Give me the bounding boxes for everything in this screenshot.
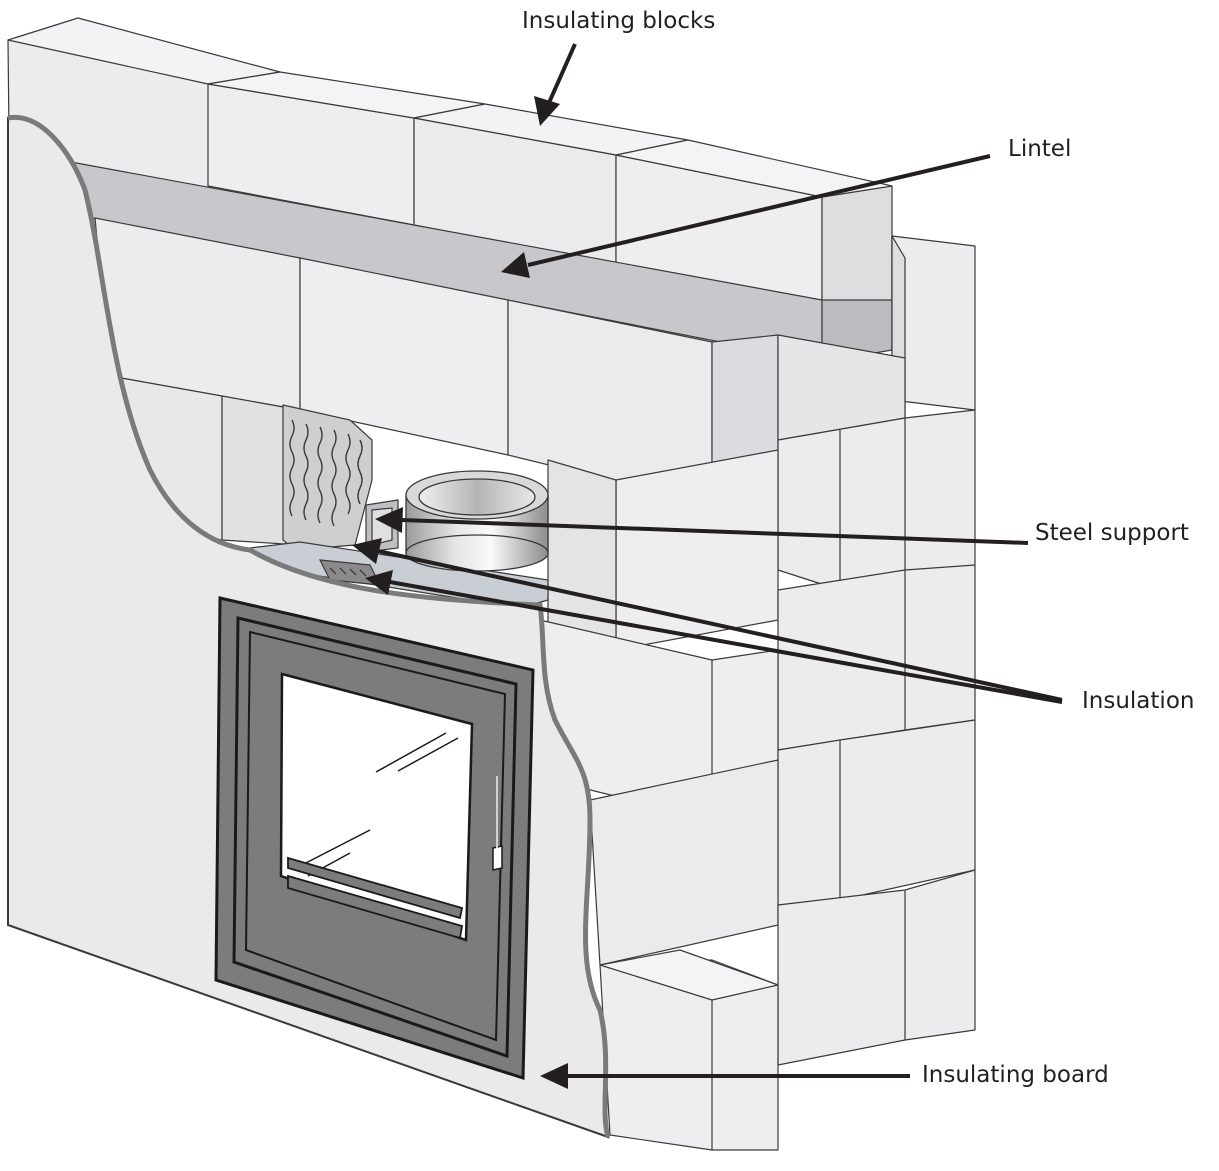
grate-bar xyxy=(287,874,464,940)
block-top xyxy=(599,949,779,1001)
board-edge xyxy=(7,114,611,1138)
label-insulating-board: Insulating board xyxy=(922,1062,1109,1088)
door-handle xyxy=(492,845,503,871)
stove-inner-frame xyxy=(232,616,518,1059)
label-insulation: Insulation xyxy=(1082,688,1195,714)
block xyxy=(777,409,976,591)
insulating-block-wall xyxy=(7,17,976,1151)
annotation-arrows xyxy=(352,43,1063,1089)
block xyxy=(777,719,976,906)
stove-insert xyxy=(214,596,535,1081)
flue-pipe xyxy=(405,470,549,572)
stove-inner-frame xyxy=(244,630,507,1042)
label-lintel: Lintel xyxy=(1008,136,1072,162)
grate-bar xyxy=(287,856,464,920)
label-steel-support: Steel support xyxy=(1035,520,1189,546)
block-top xyxy=(615,139,893,198)
block xyxy=(821,185,893,309)
steel-support xyxy=(249,499,549,609)
label-insulating-blocks: Insulating blocks xyxy=(522,8,716,34)
insulation-fibre xyxy=(282,404,373,551)
